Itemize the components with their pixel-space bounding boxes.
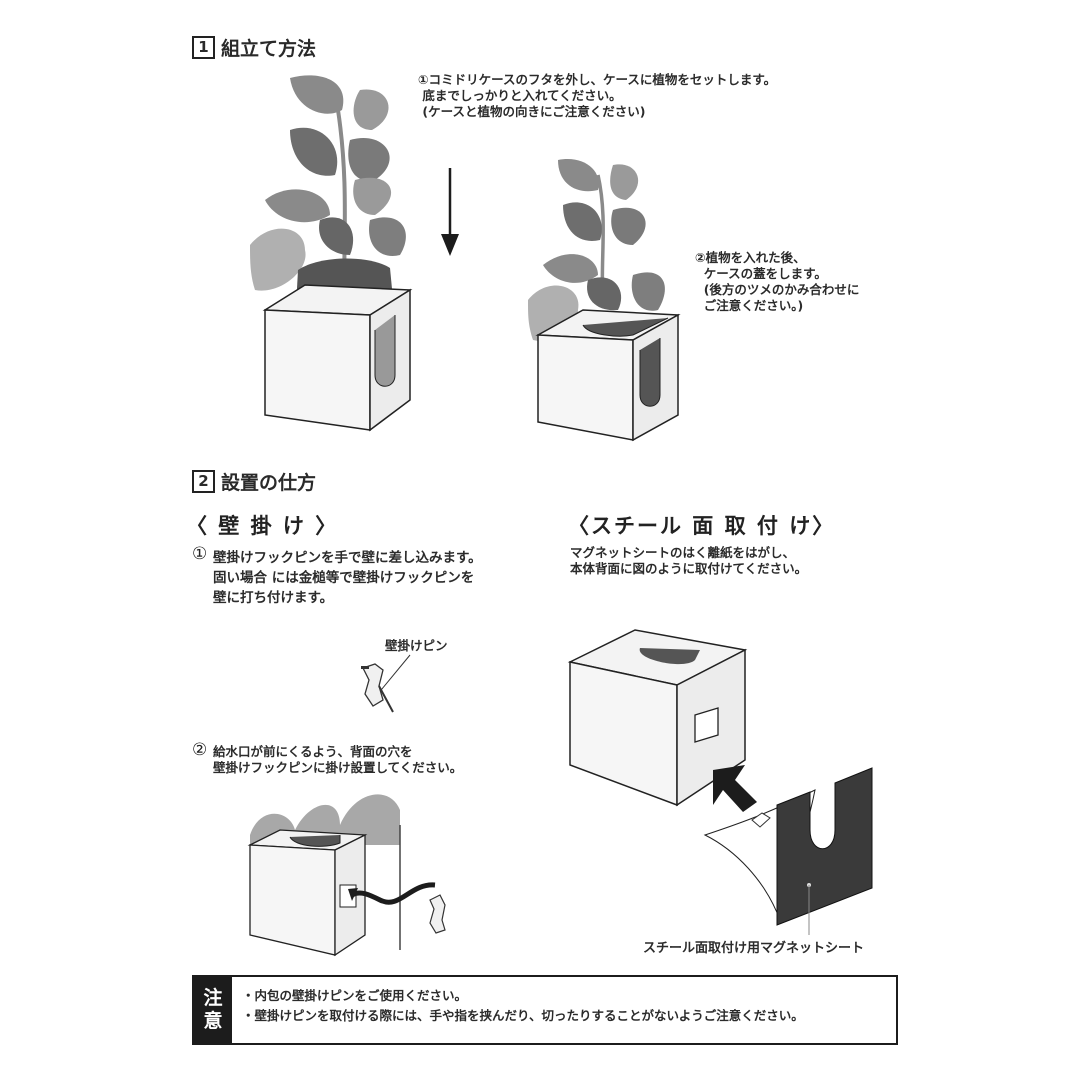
down-arrow-icon [441,168,459,256]
steel-mount-text: マグネットシートのはく離紙をはがし、 本体背面に図のように取付けてください。 [570,545,807,577]
caution-tag: 注 意 [194,977,232,1043]
section-2-heading: 2 設置の仕方 [192,468,316,495]
assembly-step-2-text: ②植物を入れた後、 ケースの蓋をします。 (後方のツメのかみ合わせに ご注意くだ… [695,250,859,314]
wall-step-1-text: 壁掛けフックピンを手で壁に差し込みます。 固い場合 には金槌等で壁掛けフックピン… [213,548,482,608]
caution-line: ・壁掛けピンを取付ける際には、手や指を挟んだり、切ったりすることがないようご注意… [242,1008,804,1023]
wall-pin-illustration [361,654,411,713]
step-marker: ① [192,544,208,564]
section-1-heading: 1 組立て方法 [192,34,316,61]
section-title: 組立て方法 [221,38,317,60]
text-line: (ケースと植物の向きにご注意ください) [418,104,646,119]
text-line: 給水口が前にくるよう、背面の穴を [213,744,413,759]
caution-text: ・内包の壁掛けピンをご使用ください。 ・壁掛けピンを取付ける際には、手や指を挟ん… [232,977,804,1043]
wall-step-2-text: 給水口が前にくるよう、背面の穴を 壁掛けフックピンに掛け設置してください。 [213,744,462,776]
step-marker: ② [192,740,208,760]
text-line: ケースの蓋をします。 [695,266,827,281]
plant-insert-illustration [250,75,413,432]
pin-label: 壁掛けピン [385,638,448,653]
caution-box: 注 意 ・内包の壁掛けピンをご使用ください。 ・壁掛けピンを取付ける際には、手や… [192,975,898,1045]
steel-mount-heading: 〈スチール 面 取 付 け〉 [568,514,836,538]
magnet-sheet-label: スチール面取付け用マグネットシート [643,941,865,956]
wall-mount-heading: 〈 壁 掛 け 〉 [186,514,339,538]
text-line: 固い場合 には金槌等で壁掛けフックピンを [213,570,475,586]
assembly-step-1-text: ①コミドリケースのフタを外し、ケースに植物をセットします。 底までしっかりと入れ… [418,72,776,120]
text-line: ご注意ください。) [695,298,804,313]
text-line: ②植物を入れた後、 [695,250,806,265]
text-line: (後方のツメのかみ合わせに [695,282,860,297]
text-line: マグネットシートのはく離紙をはがし、 [570,545,796,560]
plant-in-case-illustration [528,159,681,442]
section-number-box: 1 [192,36,215,59]
text-line: 底までしっかりと入れてください。 [418,88,622,103]
magnet-sheet-illustration [567,629,873,935]
text-line: ①コミドリケースのフタを外し、ケースに植物をセットします。 [418,72,777,87]
text-line: 壁掛けフックピンに掛け設置してください。 [213,760,463,775]
text-line: 本体背面に図のように取付けてください。 [570,561,808,576]
section-title: 設置の仕方 [221,472,317,494]
caution-tag-char: 意 [203,1010,223,1032]
text-line: 壁掛けフックピンを手で壁に差し込みます。 [213,550,482,566]
text-line: 壁に打ち付けます。 [213,590,334,606]
section-number-box: 2 [192,470,215,493]
caution-line: ・内包の壁掛けピンをご使用ください。 [242,988,468,1003]
caution-tag-char: 注 [203,987,223,1009]
wall-hanging-illustration [247,794,446,957]
